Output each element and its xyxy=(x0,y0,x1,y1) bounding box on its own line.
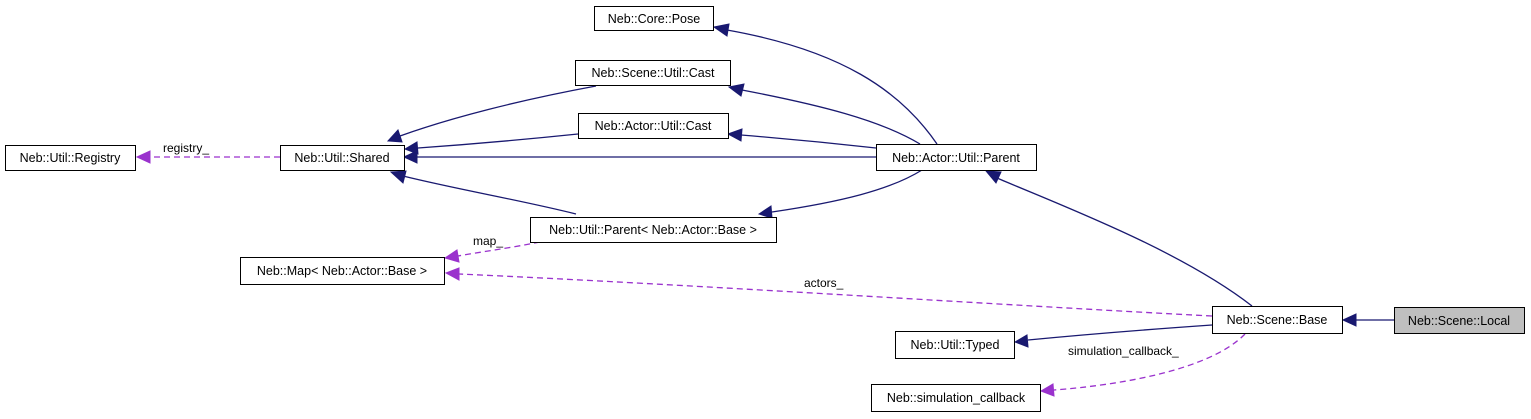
edge-actor-parent-to-actor-cast xyxy=(726,128,877,149)
edge-scene-base-to-typed xyxy=(1013,324,1213,348)
edge-local-to-scene-base xyxy=(1341,313,1394,327)
node-util-parent-actor-base-label: Neb::Util::Parent< Neb::Actor::Base > xyxy=(549,223,757,237)
edge-util-parent-to-shared xyxy=(389,170,577,215)
node-scene-base[interactable]: Neb::Scene::Base xyxy=(1212,306,1343,334)
edge-label-simulation-callback: simulation_callback_ xyxy=(1068,344,1179,358)
node-scene-util-cast[interactable]: Neb::Scene::Util::Cast xyxy=(575,60,731,86)
node-simulation-callback-label: Neb::simulation_callback xyxy=(887,391,1026,405)
node-util-registry-label: Neb::Util::Registry xyxy=(20,151,121,165)
edge-scene-base-to-map xyxy=(444,267,1213,317)
edge-actor-parent-to-util-parent xyxy=(757,169,923,219)
node-util-typed-label: Neb::Util::Typed xyxy=(911,338,1000,352)
node-map-actor-base[interactable]: Neb::Map< Neb::Actor::Base > xyxy=(240,257,445,285)
node-actor-util-cast-label: Neb::Actor::Util::Cast xyxy=(595,119,712,133)
edge-actor-parent-to-pose xyxy=(712,23,938,145)
edge-shared-to-registry xyxy=(135,150,280,164)
edge-actor-cast-to-shared xyxy=(403,133,579,155)
node-scene-util-cast-label: Neb::Scene::Util::Cast xyxy=(592,66,715,80)
edge-actor-parent-to-shared xyxy=(402,150,876,164)
node-util-typed[interactable]: Neb::Util::Typed xyxy=(895,331,1015,359)
node-util-shared-label: Neb::Util::Shared xyxy=(294,151,389,165)
edge-label-actors: actors_ xyxy=(804,276,844,290)
node-map-actor-base-label: Neb::Map< Neb::Actor::Base > xyxy=(257,264,427,278)
node-scene-local[interactable]: Neb::Scene::Local xyxy=(1394,307,1525,334)
node-simulation-callback[interactable]: Neb::simulation_callback xyxy=(871,384,1041,412)
edge-scene-base-to-simcallback xyxy=(1039,333,1246,397)
node-actor-util-cast[interactable]: Neb::Actor::Util::Cast xyxy=(578,113,729,139)
node-scene-base-label: Neb::Scene::Base xyxy=(1227,313,1328,327)
node-util-registry[interactable]: Neb::Util::Registry xyxy=(5,145,136,171)
edge-label-map: map_ xyxy=(473,234,503,248)
edge-actor-parent-to-scene-cast xyxy=(727,83,921,145)
edge-util-parent-to-map xyxy=(443,241,541,263)
node-util-parent-actor-base[interactable]: Neb::Util::Parent< Neb::Actor::Base > xyxy=(530,217,777,243)
node-scene-local-label: Neb::Scene::Local xyxy=(1408,314,1510,328)
edge-label-registry: registry_ xyxy=(163,141,209,155)
edge-scene-cast-to-shared xyxy=(386,85,597,143)
node-util-shared[interactable]: Neb::Util::Shared xyxy=(280,145,405,171)
node-core-pose-label: Neb::Core::Pose xyxy=(608,12,700,26)
node-actor-util-parent-label: Neb::Actor::Util::Parent xyxy=(892,151,1020,165)
edge-scene-base-to-actor-parent xyxy=(984,170,1253,307)
node-core-pose[interactable]: Neb::Core::Pose xyxy=(594,6,714,31)
node-actor-util-parent[interactable]: Neb::Actor::Util::Parent xyxy=(876,144,1037,171)
